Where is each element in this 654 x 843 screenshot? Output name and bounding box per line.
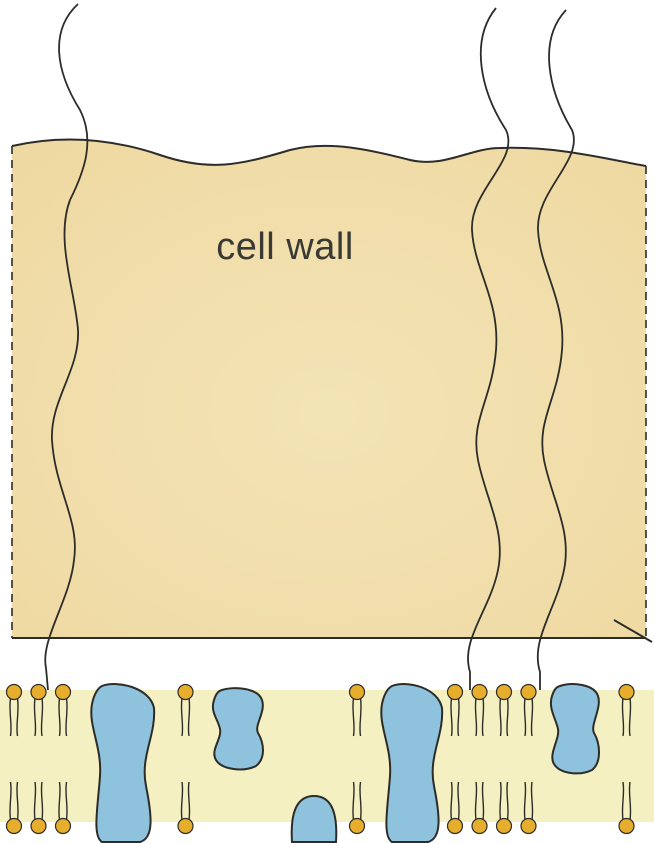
lipid-head — [31, 819, 46, 834]
membrane-protein-1 — [91, 684, 154, 842]
lipid-head — [178, 819, 193, 834]
membrane-protein-2 — [213, 688, 263, 769]
lipid-head — [7, 685, 22, 700]
lipid-head — [7, 819, 22, 834]
cell-wall-label: cell wall — [180, 226, 390, 269]
lipid-head — [472, 819, 487, 834]
lipid-head — [178, 685, 193, 700]
lipid-head — [619, 685, 634, 700]
lipid-head — [350, 685, 365, 700]
lipid-head — [350, 819, 365, 834]
lipid-head — [521, 819, 536, 834]
lipid-head — [56, 685, 71, 700]
lipid-head — [448, 685, 463, 700]
lipid-head — [472, 685, 487, 700]
lipid-head — [619, 819, 634, 834]
membrane-protein-3 — [292, 796, 337, 842]
lipid-head — [448, 819, 463, 834]
membrane-protein-4 — [381, 684, 442, 842]
lipid-head — [56, 819, 71, 834]
lipid-head — [31, 685, 46, 700]
cell-wall-body — [12, 140, 646, 638]
lipid-head — [497, 819, 512, 834]
lipid-head — [521, 685, 536, 700]
lipid-head — [497, 685, 512, 700]
membrane-protein-5 — [551, 684, 599, 773]
cell-wall — [12, 140, 652, 642]
plasma-membrane — [0, 684, 654, 842]
